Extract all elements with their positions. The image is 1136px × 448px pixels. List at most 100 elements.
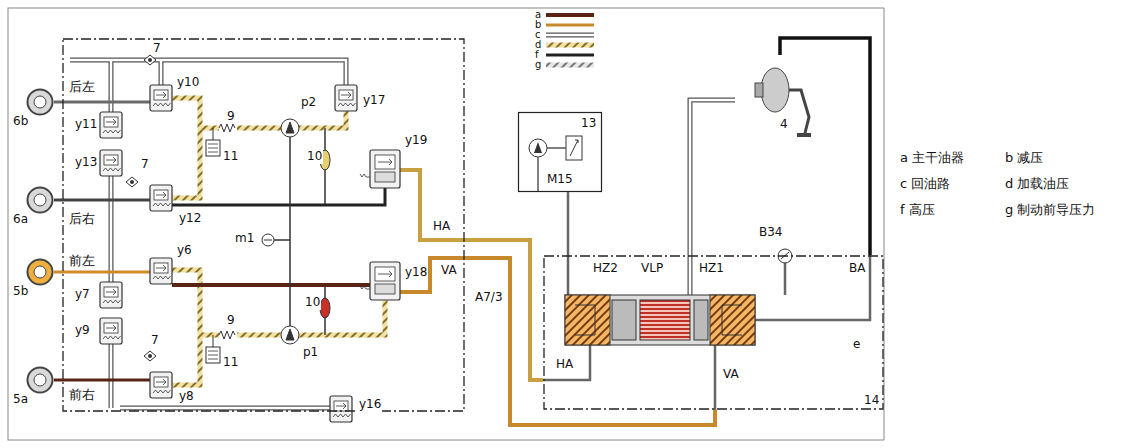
- outer-frame: [8, 8, 884, 440]
- callout-label: y19: [404, 134, 428, 148]
- node-text: M15: [546, 172, 574, 186]
- callout-label: y17: [362, 94, 386, 108]
- svg-shape: [262, 234, 274, 246]
- svg-shape: [543, 255, 870, 410]
- svg-shape: [360, 150, 400, 188]
- wheel-line: [62, 102, 150, 380]
- callout-label: y12: [178, 212, 202, 226]
- svg-shape: [690, 100, 735, 295]
- callout-label: p2: [300, 96, 317, 110]
- svg-shape: [330, 396, 352, 422]
- va-line: [400, 258, 465, 292]
- svg-shape: [534, 142, 542, 153]
- svg-shape: [755, 83, 763, 97]
- svg-shape: [172, 270, 385, 385]
- svg-shape: [100, 112, 122, 138]
- callout-label: 7: [140, 158, 150, 172]
- svg-shape: [565, 295, 755, 345]
- svg-shape: [100, 282, 122, 308]
- svg-shape: [208, 351, 218, 359]
- svg-shape: [219, 330, 237, 340]
- svg-shape: [213, 128, 214, 347]
- callout-label: y13: [74, 156, 98, 170]
- callout-label: y16: [358, 398, 382, 412]
- svg-shape: [320, 298, 330, 318]
- wheel-brake: 5b: [26, 258, 54, 286]
- svg-shape: [546, 13, 594, 17]
- brake-pedal: 4: [735, 55, 820, 140]
- pipe-connector: [54, 199, 62, 202]
- svg-shape: [219, 123, 237, 133]
- callout-label: y18: [404, 266, 428, 280]
- svg-shape: [70, 60, 346, 408]
- callout-label: 10: [304, 296, 321, 310]
- node-text: 5a: [12, 392, 29, 406]
- svg-shape: [150, 185, 172, 211]
- svg-shape: [546, 24, 594, 27]
- svg-shape: [62, 101, 150, 104]
- svg-shape: [34, 194, 46, 206]
- wheel-brake: 6a: [26, 186, 54, 214]
- callout-label: y7: [74, 288, 91, 302]
- svg-shape: [28, 90, 53, 115]
- callout-label: 10: [306, 150, 323, 164]
- legend-text: g 制动前导压力: [1005, 202, 1095, 218]
- svg-shape: [100, 318, 122, 344]
- node-text: 5b: [12, 284, 29, 298]
- svg-shape: [546, 54, 594, 57]
- svg-shape: [70, 60, 346, 408]
- node-text: 13: [580, 116, 597, 130]
- svg-shape: [206, 140, 220, 156]
- node-outline: [62, 38, 465, 412]
- svg-shape: [28, 260, 53, 285]
- callout-label: 11: [222, 150, 239, 164]
- node-outline: [735, 55, 820, 140]
- svg-shape: [360, 262, 400, 300]
- svg-shape: [126, 177, 138, 187]
- valve-symbol: [100, 85, 400, 422]
- legend-sample: [546, 15, 594, 65]
- svg-shape: [208, 144, 218, 152]
- pipe-connector: [465, 240, 543, 380]
- svg-shape: [546, 43, 594, 48]
- node-outline: [26, 366, 54, 394]
- svg-shape: [612, 300, 636, 340]
- svg-shape: [694, 300, 708, 340]
- motor-shaft: [262, 137, 290, 326]
- hydraulic-unit-box: A7/3: [62, 38, 465, 412]
- svg-shape: [63, 39, 464, 411]
- callout-label: HA: [432, 220, 451, 234]
- svg-shape: [570, 140, 578, 156]
- svg-shape: [761, 68, 789, 112]
- callout-label: 11: [222, 356, 239, 370]
- svg-shape: [274, 137, 290, 326]
- callout-label: 后左: [68, 80, 96, 95]
- callout-label: 9: [226, 314, 236, 328]
- svg-shape: [34, 96, 46, 108]
- svg-shape: [28, 368, 53, 393]
- svg-shape: [789, 90, 809, 133]
- callout-label: B34: [758, 226, 784, 240]
- node-text: 4: [779, 117, 789, 131]
- legend-text: d 加载油压: [1005, 176, 1069, 192]
- node-outline: [26, 88, 54, 116]
- callout-label: 前左: [68, 254, 96, 269]
- callout-label: p1: [302, 346, 319, 360]
- svg-shape: [206, 347, 220, 363]
- svg-shape: [144, 351, 156, 361]
- node-outline: [26, 258, 54, 286]
- svg-shape: [544, 256, 883, 409]
- svg-shape: [62, 271, 150, 274]
- svg-shape: [150, 372, 172, 398]
- svg-shape: [797, 133, 811, 137]
- svg-shape: [640, 300, 690, 340]
- callout-label: 后右: [68, 212, 96, 227]
- node-text: 6a: [12, 212, 29, 226]
- wheel-brake: 6b: [26, 88, 54, 116]
- callout-label: 前右: [68, 388, 96, 403]
- high-pressure-line: [172, 188, 385, 205]
- main-line: [172, 283, 370, 287]
- pump-symbol: [281, 119, 299, 344]
- callout-label: BA: [848, 262, 866, 276]
